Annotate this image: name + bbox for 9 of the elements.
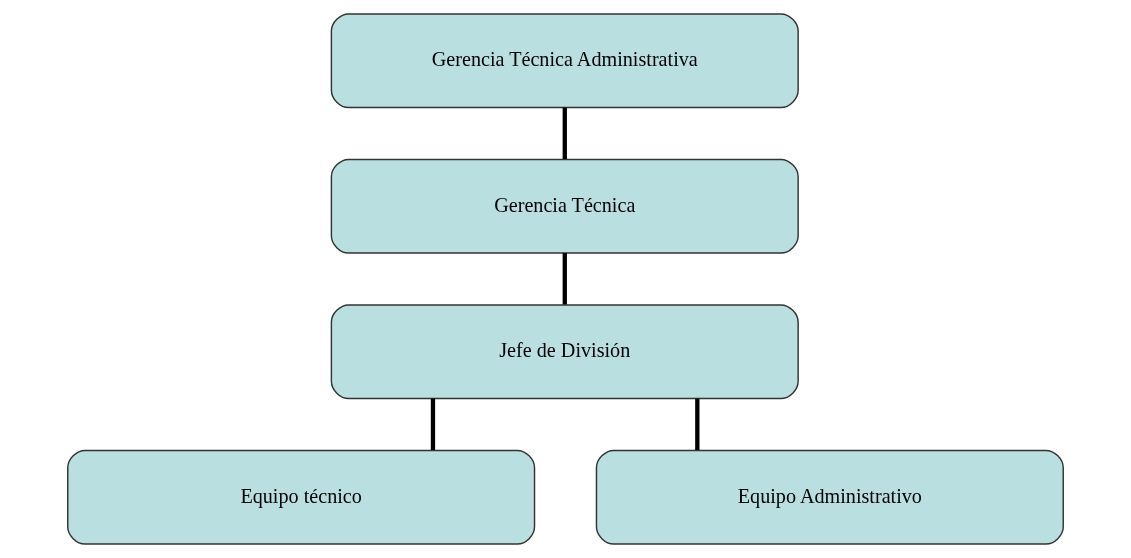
connector xyxy=(562,107,567,159)
node-box: Jefe de División xyxy=(330,304,799,400)
node-box: Equipo técnico xyxy=(67,449,536,545)
node-box: Gerencia Técnica xyxy=(330,158,799,254)
node-box: Gerencia Técnica Administrativa xyxy=(330,13,799,109)
node-box: Equipo Administrativo xyxy=(595,449,1064,545)
connector xyxy=(430,398,436,450)
connector xyxy=(562,253,567,305)
connector xyxy=(695,398,700,450)
